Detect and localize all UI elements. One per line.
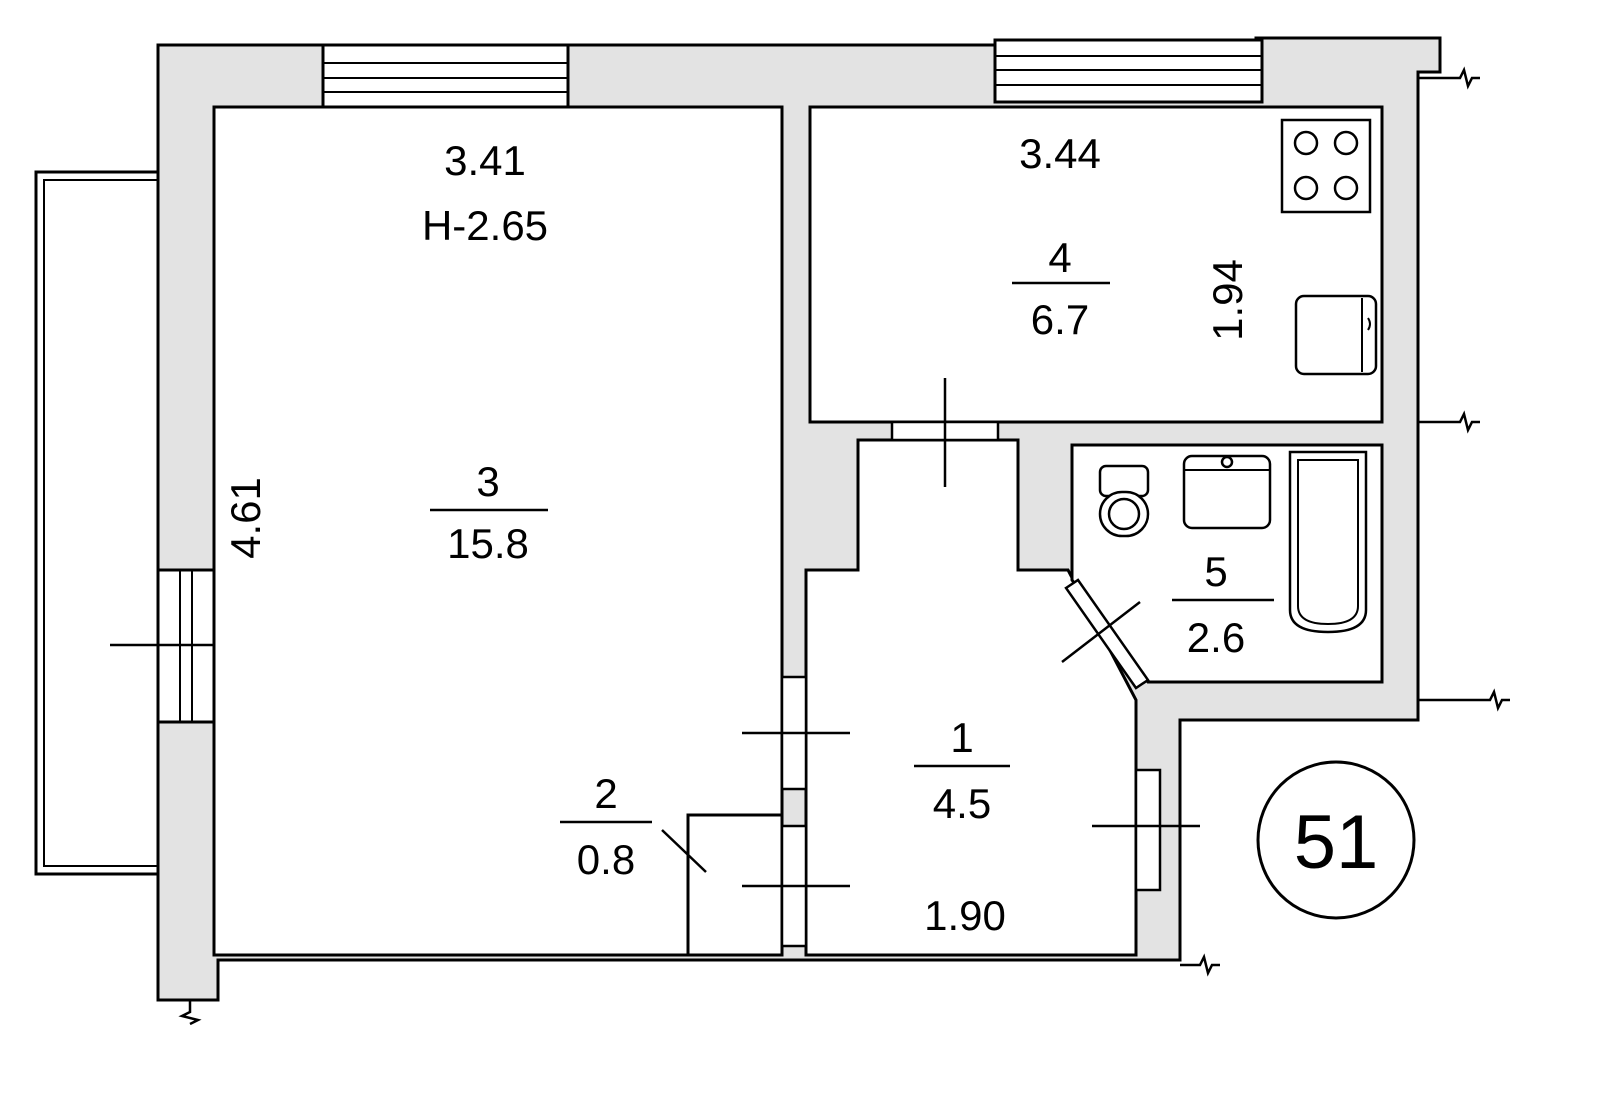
room-area: 15.8 (447, 520, 529, 567)
balcony (34, 170, 160, 876)
dimension-room1-width: 1.90 (924, 892, 1006, 939)
room-label-4: 4 6.7 (1012, 234, 1110, 343)
apartment-number: 51 (1294, 800, 1379, 885)
room-area: 0.8 (577, 836, 635, 883)
door-kitchen (890, 378, 1000, 487)
room-number: 4 (1048, 234, 1071, 281)
bathtub-icon (1288, 450, 1368, 634)
dimension-room3-length: 4.61 (222, 477, 269, 559)
room-area: 2.6 (1187, 614, 1245, 661)
ceiling-height-label: H-2.65 (422, 202, 548, 249)
room-label-1: 1 4.5 (914, 714, 1010, 827)
stove-icon (1280, 118, 1372, 214)
window-room3 (321, 43, 570, 109)
dimension-room3-width: 3.41 (444, 137, 526, 184)
door-room3 (742, 675, 850, 791)
room-area: 6.7 (1031, 296, 1089, 343)
dimension-room4-width: 3.44 (1019, 130, 1101, 177)
room-number: 1 (950, 714, 973, 761)
room-number: 5 (1204, 548, 1227, 595)
room-label-3: 3 15.8 (430, 458, 548, 567)
room-label-5: 5 2.6 (1172, 548, 1274, 661)
room-number: 2 (594, 770, 617, 817)
entrance-door (1092, 768, 1200, 892)
toilet-icon (1098, 464, 1150, 538)
window-room4 (993, 38, 1264, 104)
room-number: 3 (476, 458, 499, 505)
dimension-room4-length: 1.94 (1204, 259, 1251, 341)
door-bathroom (1061, 578, 1150, 690)
apartment-number-badge: 51 (1256, 760, 1416, 920)
wall-break-marks (178, 66, 1510, 1026)
room-label-2: 2 0.8 (560, 770, 652, 883)
sink-icon (1294, 294, 1378, 376)
washbasin-icon (1182, 454, 1272, 530)
door-closet (661, 824, 850, 948)
room-area: 4.5 (933, 780, 991, 827)
